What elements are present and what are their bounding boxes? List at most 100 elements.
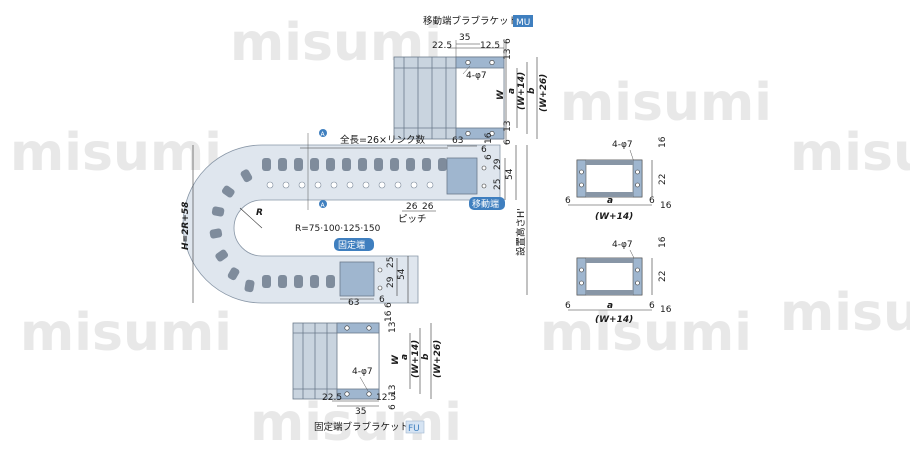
section-mark-a-top-text: A <box>321 131 326 138</box>
install-height-label: 設置高さH' <box>515 208 527 256</box>
top-dim-22-5: 22.5 <box>432 41 452 51</box>
section-mark-a-top <box>319 129 327 137</box>
bottom-bracket-tag-box <box>405 420 425 434</box>
fixed-end-label: 固定端 <box>338 239 365 251</box>
watermark-text-3: misumi <box>560 73 772 133</box>
chain-bottom-dim-25: 25 <box>386 257 396 268</box>
bottom-hole-label: 4-φ7 <box>352 367 373 377</box>
top-label-b: b <box>527 87 537 94</box>
top-dim-6a: 6 <box>503 38 513 44</box>
top-dim-12-5: 12.5 <box>480 41 500 51</box>
section2-label-a: a <box>607 301 613 311</box>
section2-dim-16: 16 <box>658 236 668 248</box>
fixed-end-tag <box>334 238 374 251</box>
bottom-dim-13b: 13 <box>388 385 398 396</box>
section1-hole-label: 4-φ7 <box>612 140 633 150</box>
bottom-label-b: b <box>421 353 431 360</box>
bottom-dim-22-5: 22.5 <box>322 393 342 403</box>
watermark-text-8: misumi <box>250 393 462 452</box>
top-bracket-plate-top <box>455 56 505 69</box>
bottom-label-a: a <box>400 354 410 360</box>
chain-bottom-dim-6b: 6 <box>384 302 394 308</box>
section-mark-a-bottom <box>319 200 327 208</box>
watermark-text-7: misumi <box>780 283 910 343</box>
section2-dim-22: 22 <box>658 271 668 282</box>
section2-frame <box>576 257 643 296</box>
moving-end-label: 移動端 <box>472 198 499 210</box>
section1-dim-22: 22 <box>658 174 668 185</box>
section1-dim-6l: 6 <box>565 196 571 206</box>
chain-links-bend <box>209 169 255 293</box>
bottom-bracket-plate-top <box>336 322 380 334</box>
top-dim-35: 35 <box>459 33 470 43</box>
fixed-end-bracket <box>339 261 375 297</box>
pitch-label: ピッチ <box>398 214 427 225</box>
watermark-text-5: misumi <box>20 303 232 363</box>
bottom-dim-12-5: 12.5 <box>376 393 396 403</box>
watermark: misumi misumi misumi misumi misumi misum… <box>10 13 910 452</box>
section1-label-w14: (W+14) <box>595 212 633 222</box>
section2-dim-16b: 16 <box>660 305 672 315</box>
chain-envelope <box>182 144 501 304</box>
pitch-dim-26b: 26 <box>422 202 434 212</box>
top-bracket-plate-bottom <box>455 127 505 140</box>
pitch-dim-26a: 26 <box>406 202 418 212</box>
section-view-1: 4-φ7 6 a 6 16 (W+14) 16 22 <box>565 136 672 222</box>
chain-links-upper <box>262 158 447 171</box>
top-dim-6c: 6 <box>503 139 513 145</box>
chain-side-view: 全長=26×リンク数 A A 63 6 16 6 29 25 54 移動端 26… <box>181 129 528 322</box>
chain-top-dim-29: 29 <box>493 158 503 170</box>
bottom-dim-6c: 6 <box>388 404 398 410</box>
chain-top-dim-63: 63 <box>452 136 463 146</box>
total-length-label: 全長=26×リンク数 <box>340 134 426 146</box>
section2-dim-6l: 6 <box>565 301 571 311</box>
chain-bottom-dim-54: 54 <box>397 268 407 280</box>
section1-label-a: a <box>607 196 613 206</box>
top-bracket-title: 移動端ブラブラケット <box>423 15 518 27</box>
bottom-bracket-view: 4-φ7 22.5 12.5 35 13 13 6 W a (W+14) b (… <box>292 322 443 434</box>
radius-values: R=75·100·125·150 <box>295 224 381 234</box>
chain-top-dim-6a: 6 <box>481 145 487 155</box>
bottom-bracket-title: 固定端ブラブラケット <box>314 421 409 433</box>
radius-label: R <box>256 208 263 218</box>
top-bracket-tag: MU <box>516 18 530 28</box>
top-label-w26: (W+26) <box>539 74 549 112</box>
chain-top-dim-6b: 6 <box>484 154 494 160</box>
chain-top-dim-54: 54 <box>505 168 515 180</box>
top-label-w: W <box>496 89 506 100</box>
section2-dim-6r: 6 <box>649 301 655 311</box>
bottom-label-w14: (W+14) <box>411 340 421 378</box>
height-label: H=2R+58 <box>181 202 191 250</box>
section2-hole-label: 4-φ7 <box>612 240 633 250</box>
bottom-dim-13a: 13 <box>388 322 398 333</box>
chain-top-dim-16: 16 <box>484 132 494 144</box>
chain-links-lower <box>262 275 335 288</box>
section1-dim-16b: 16 <box>660 201 672 211</box>
watermark-text-6: misumi <box>540 303 752 363</box>
moving-end-tag <box>469 197 505 210</box>
chain-top-dim-25: 25 <box>493 179 503 190</box>
section1-dim-6r: 6 <box>649 196 655 206</box>
section1-frame <box>576 159 643 198</box>
top-dim-13b: 13 <box>503 121 513 132</box>
top-dim-13a: 13 <box>503 49 513 60</box>
watermark-text-1: misumi <box>10 123 222 183</box>
top-hole-label: 4-φ7 <box>466 71 487 81</box>
top-label-w14: (W+14) <box>517 72 527 110</box>
section-mark-a-bottom-text: A <box>321 202 326 209</box>
top-bracket-view: 移動端ブラブラケット MU 35 22.5 12.5 6 13 13 6 4-φ… <box>393 15 549 145</box>
section1-dim-16: 16 <box>658 136 668 148</box>
bottom-bracket-plate-bottom <box>336 388 380 400</box>
chain-bottom-dim-63: 63 <box>348 298 359 308</box>
moving-end-bracket <box>446 157 478 195</box>
bottom-dim-35: 35 <box>355 407 366 417</box>
section-view-2: 4-φ7 6 a 6 16 (W+14) 16 22 <box>565 236 672 325</box>
section2-label-w14: (W+14) <box>595 315 633 325</box>
top-label-a: a <box>507 88 517 94</box>
chain-bottom-dim-16: 16 <box>384 310 394 322</box>
top-bracket-tag-box <box>513 15 533 27</box>
chain-bottom-dim-6a: 6 <box>379 295 385 305</box>
bottom-label-w26: (W+26) <box>433 340 443 378</box>
watermark-text-4: misumi <box>790 123 910 183</box>
